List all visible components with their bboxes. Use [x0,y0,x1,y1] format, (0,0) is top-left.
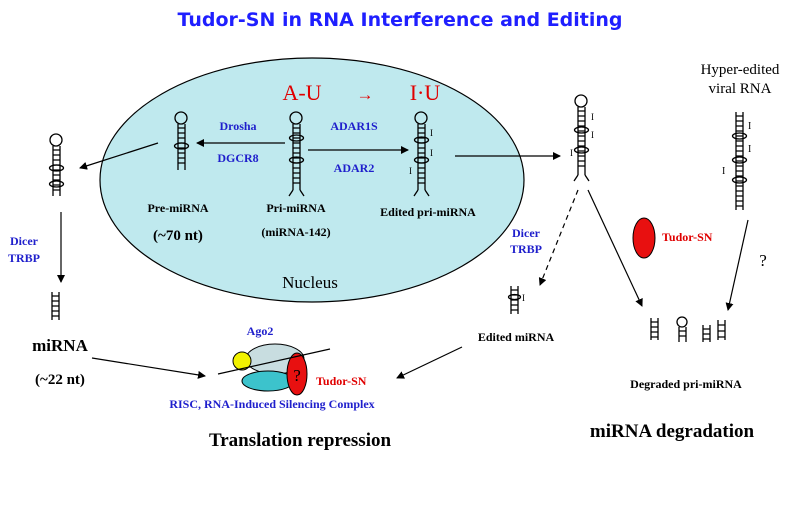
hyper-edited-label-1: Hyper-edited [701,62,780,78]
risc-yellow-subunit [232,351,252,371]
degraded-pri-mirna-label: Degraded pri-miRNA [630,377,742,391]
pre-mirna-label: Pre-miRNA [147,201,208,215]
dgcr8-label: DGCR8 [217,151,258,165]
inosine-mark: I [591,130,594,140]
exported-pre-mirna-hairpin [48,133,65,196]
nucleus-label: Nucleus [282,273,338,292]
diagram-title: Tudor-SN in RNA Interference and Editing [177,9,622,31]
edited-pri-mirna-hairpin [413,111,430,197]
editing-arrow: → [357,85,374,104]
inosine-mark: I [522,293,525,303]
inosine-mark: I [722,166,725,177]
inosine-mark: I [409,166,412,176]
pre-mirna-size: (~70 nt) [153,228,203,244]
pre-mirna-hairpin [173,111,190,170]
nucleus-ellipse [99,57,525,303]
trbp-label-left: TRBP [8,251,40,265]
viral-rna-duplex [731,112,748,210]
pri-mirna-label: Pri-miRNA [266,201,326,215]
tudor-sn-degradation-label: Tudor-SN [662,230,713,244]
ago2-label: Ago2 [247,324,274,338]
risc-teal-subunit [241,370,295,392]
risc-question: ? [293,366,301,385]
edited-mirna-label: Edited miRNA [478,330,555,344]
editing-to: I·U [410,80,441,105]
adar1s-label: ADAR1S [330,119,378,133]
degraded-fragments [650,316,726,342]
trbp-label-right: TRBP [510,242,542,256]
risc-label: RISC, RNA-Induced Silencing Complex [169,397,374,411]
arrows [57,139,749,379]
hyper-edited-label-2: viral RNA [709,81,772,97]
inosine-mark: I [430,148,433,158]
edited-pri-mirna-outside [573,94,590,182]
drosha-label: Drosha [219,119,256,133]
mirna-label: miRNA [32,336,88,355]
tudor-sn-risc-shape [286,352,308,396]
inosine-mark: I [570,148,573,158]
pri-mirna-hairpin [288,111,305,197]
mirna-size: (~22 nt) [35,372,85,388]
tudor-sn-risc-label: Tudor-SN [316,374,367,388]
inosine-mark: I [748,144,751,155]
edited-pri-mirna-label: Edited pri-miRNA [380,205,476,219]
tudor-sn-degradation-shape [632,217,656,259]
inosine-mark: I [430,128,433,138]
target-mrna-line [217,348,331,375]
degradation-question: ? [759,251,767,270]
inosine-mark: I [591,112,594,122]
mirna-duplex [51,292,60,320]
edited-mirna-duplex [507,286,522,314]
pri-mirna-name: (miRNA-142) [261,225,330,239]
translation-repression-label: Translation repression [209,430,392,451]
mirna-degradation-label: miRNA degradation [590,421,755,442]
dicer-label-right: Dicer [512,226,541,240]
editing-from: A-U [282,80,321,105]
inosine-mark: I [748,121,751,132]
adar2-label: ADAR2 [334,161,375,175]
dicer-label-left: Dicer [10,234,39,248]
